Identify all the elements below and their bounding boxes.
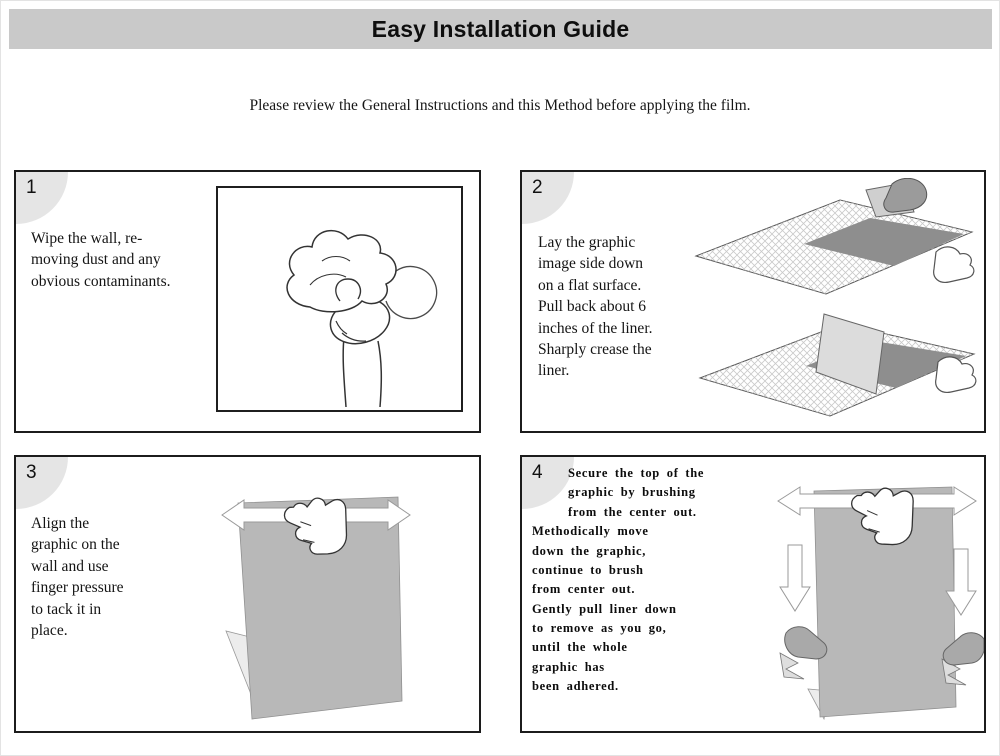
cloth-crease-2 xyxy=(321,255,351,262)
down-arrow-right xyxy=(945,548,977,616)
peeling-hand-right xyxy=(942,632,984,666)
step-4-text-body: Secure the top of the graphic by brushin… xyxy=(532,466,705,694)
step-3-panel: 3 Align the graphic on the wall and use … xyxy=(14,455,481,733)
thumb xyxy=(335,278,362,302)
arm-line-left xyxy=(342,336,347,408)
step-4-number: 4 xyxy=(532,462,543,483)
cloth-crease xyxy=(309,273,347,286)
step-2-panel: 2 Lay the graphic image side down on a f… xyxy=(520,170,986,433)
intro-text: Please review the General Instructions a… xyxy=(249,97,751,114)
motion-arc xyxy=(385,265,438,320)
step-4-text: Secure the top of the graphic by brushin… xyxy=(532,464,772,697)
step-2-corner-circle xyxy=(522,172,574,224)
cloth-left xyxy=(779,652,805,680)
graphic-sheet xyxy=(237,496,403,720)
knuckle-line-2 xyxy=(335,320,348,335)
step-1-corner-circle xyxy=(16,172,68,224)
step-3-corner-circle xyxy=(16,457,68,509)
holding-hand-top-right xyxy=(933,246,975,283)
down-arrow-left xyxy=(779,544,811,612)
peeling-hand-left xyxy=(784,626,828,660)
liner-peel-illustration xyxy=(694,178,977,417)
step-4-panel: 4 Secure the top of the graphic by brush… xyxy=(520,455,986,733)
step-4-number-spacer xyxy=(532,464,568,516)
tack-graphic-illustration xyxy=(221,496,411,720)
holding-hand-bottom-right xyxy=(935,356,977,393)
creased-liner-flap xyxy=(815,313,885,395)
step-1-text: Wipe the wall, re- moving dust and any o… xyxy=(31,230,171,290)
step-1-number: 1 xyxy=(26,177,37,198)
step-2-number: 2 xyxy=(532,177,543,198)
pressing-hand xyxy=(283,497,348,555)
brush-and-peel-illustration xyxy=(777,486,984,721)
step-3-text: Align the graphic on the wall and use fi… xyxy=(31,515,124,639)
step-3-number: 3 xyxy=(26,462,37,483)
cloth-right xyxy=(941,658,967,686)
arm-line-right xyxy=(377,340,383,408)
hand-wiping-illustration xyxy=(286,229,438,408)
top-sheet-dark-patch xyxy=(804,218,964,266)
title-bar: Easy Installation Guide xyxy=(9,9,992,49)
step-1-picture-frame xyxy=(216,186,463,412)
crumpled-cloth xyxy=(286,229,397,313)
page-title: Easy Installation Guide xyxy=(371,15,630,42)
brushing-hand-top xyxy=(851,487,914,546)
step-1-panel: 1 Wipe the wall, re- moving dust and any… xyxy=(14,170,481,433)
knuckle-line xyxy=(341,332,367,342)
step-2-text: Lay the graphic image side down on a fla… xyxy=(538,234,653,380)
gripping-hand-top xyxy=(883,178,928,213)
